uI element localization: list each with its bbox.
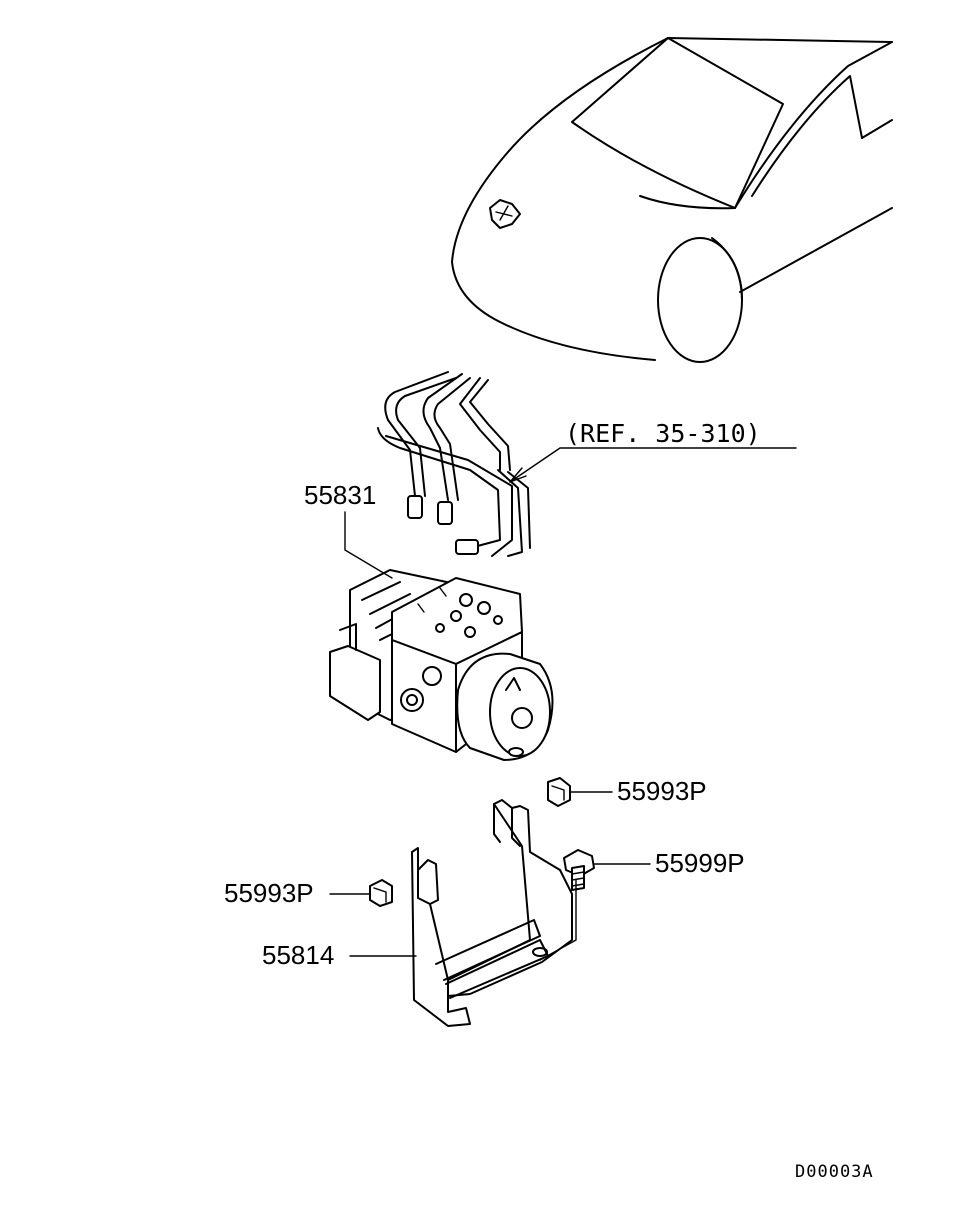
nut-left-callout: 55993P <box>224 878 371 908</box>
bolt-callout: 55999P <box>593 848 745 878</box>
bracket-label: 55814 <box>262 940 334 970</box>
ref-label: (REF. 35-310) <box>565 419 761 448</box>
bracket-callout: 55814 <box>262 940 417 970</box>
diagram-code: D00003A <box>795 1162 874 1182</box>
nut-upper-callout: 55993P <box>569 776 707 806</box>
flange-bolt-icon <box>563 849 595 891</box>
abs-unit-label: 55831 <box>304 480 376 510</box>
hood-part-marker <box>489 199 521 229</box>
mounting-bracket-icon <box>411 799 577 1027</box>
flange-nut-left-icon <box>369 879 393 907</box>
ref-callout: (REF. 35-310) <box>509 419 797 483</box>
bolt-label: 55999P <box>655 848 745 878</box>
nut-upper-label: 55993P <box>617 776 707 806</box>
abs-unit-callout: 55831 <box>304 480 393 579</box>
nut-left-label: 55993P <box>224 878 314 908</box>
abs-hydraulic-unit-icon <box>329 569 554 761</box>
car-outline-icon <box>451 37 893 363</box>
flange-nut-upper-icon <box>547 777 571 807</box>
brake-pipe-assembly-icon <box>377 371 531 557</box>
